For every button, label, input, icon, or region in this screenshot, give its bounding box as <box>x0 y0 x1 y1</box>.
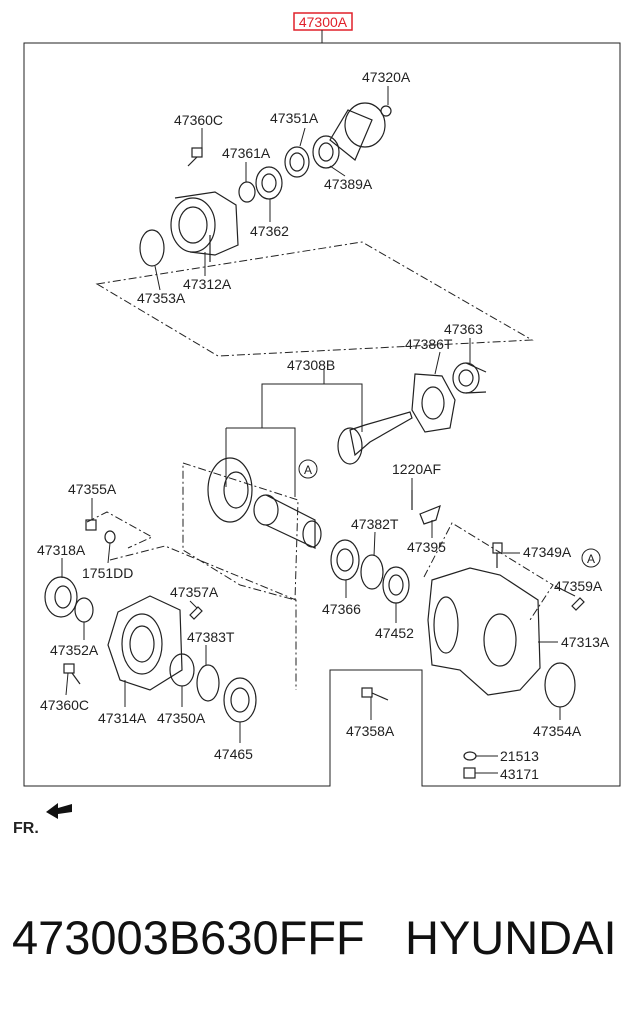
part-47313A-housing <box>427 567 541 696</box>
part-47383T-oring <box>196 664 220 702</box>
assembly-frame <box>23 42 621 787</box>
part-47389A-flange <box>312 102 386 169</box>
part-47465-bearing <box>223 677 257 723</box>
label-47358A: 47358A <box>346 723 395 739</box>
footer-part-number: 473003B630FFF <box>12 911 365 964</box>
label-47366: 47366 <box>322 601 361 617</box>
part-1751DD-ring <box>104 530 116 544</box>
label-47313A: 47313A <box>561 634 610 650</box>
label-47452: 47452 <box>375 625 414 641</box>
label-47361A: 47361A <box>222 145 271 161</box>
label-47355A: 47355A <box>68 481 117 497</box>
label-47350A: 47350A <box>157 710 206 726</box>
part-47349A-breather <box>492 542 503 568</box>
part-47352A-seal <box>74 597 94 623</box>
label-47318A: 47318A <box>37 542 86 558</box>
group-left-cover <box>109 545 297 690</box>
part-47358A-bolt <box>361 687 389 701</box>
label-47359A: 47359A <box>554 578 603 594</box>
footer: 473003B630FFF HYUNDAI <box>12 910 627 980</box>
ref-a-right-circle <box>581 548 601 568</box>
part-47360C-bolt-bottom <box>63 663 81 685</box>
label-47357A: 47357A <box>170 584 219 600</box>
part-47366-bearing <box>330 539 360 581</box>
leader-lines <box>61 86 576 774</box>
label-47312A: 47312A <box>183 276 232 292</box>
front-label: FR. <box>13 820 39 837</box>
label-47386T: 47386T <box>405 336 453 352</box>
part-47354A-oring <box>544 662 576 708</box>
part-47452-seal <box>382 566 410 604</box>
label-47352A: 47352A <box>50 642 99 658</box>
ref-a-left: A <box>304 463 312 477</box>
part-47382T-oring <box>360 554 384 590</box>
label-47360C-top: 47360C <box>174 112 223 128</box>
label-47383T: 47383T <box>187 629 235 645</box>
label-47349A: 47349A <box>523 544 572 560</box>
ref-a-left-circle <box>298 459 318 479</box>
assembly-number-box <box>293 12 353 31</box>
label-47308B: 47308B <box>287 357 335 373</box>
part-47314A-cover <box>107 595 183 691</box>
label-47395: 47395 <box>407 539 446 555</box>
part-47351A-seal <box>284 146 310 178</box>
label-47465: 47465 <box>214 746 253 762</box>
footer-brand: HYUNDAI <box>405 911 617 964</box>
part-47355A-plug <box>85 519 97 531</box>
label-47389A: 47389A <box>324 176 373 192</box>
label-47363: 47363 <box>444 321 483 337</box>
part-47353A-oring <box>139 229 165 267</box>
group-right-housing <box>423 522 554 621</box>
label-47353A: 47353A <box>137 290 186 306</box>
label-47314A: 47314A <box>98 710 147 726</box>
assembly-number: 47300A <box>299 14 348 30</box>
part-47318A-cover <box>44 576 78 618</box>
group-gear <box>182 462 299 601</box>
group-small-parts <box>86 511 154 549</box>
label-1220AF: 1220AF <box>392 461 441 477</box>
parts-diagram: 47300A <box>13 12 621 837</box>
group-housing-top <box>95 241 534 357</box>
label-47382T: 47382T <box>351 516 399 532</box>
part-47357A-pin <box>189 606 203 620</box>
label-47362: 47362 <box>250 223 289 239</box>
part-gear-shaft <box>253 494 322 549</box>
label-47351A: 47351A <box>270 110 319 126</box>
label-47320A: 47320A <box>362 69 411 85</box>
part-47395-bracket <box>419 504 441 525</box>
part-47308B-pinion <box>337 411 413 465</box>
part-47361A-spacer <box>238 181 256 203</box>
ref-a-right: A <box>587 552 595 566</box>
arrow-icon <box>46 803 72 819</box>
label-43171: 43171 <box>500 766 539 782</box>
label-1751DD: 1751DD <box>82 565 133 581</box>
part-43171-nut <box>463 767 476 779</box>
label-47360C-bottom: 47360C <box>40 697 89 713</box>
part-21513-washer <box>463 751 477 761</box>
part-47359A-pin <box>571 597 585 611</box>
part-47386T-gasket <box>411 373 456 433</box>
label-47354A: 47354A <box>533 723 582 739</box>
part-47362-bearing <box>255 166 283 200</box>
part-ring-gear <box>207 457 253 523</box>
label-21513: 21513 <box>500 748 539 764</box>
part-47360C-bolt-top <box>187 147 203 167</box>
part-47312A-housing <box>170 191 239 262</box>
